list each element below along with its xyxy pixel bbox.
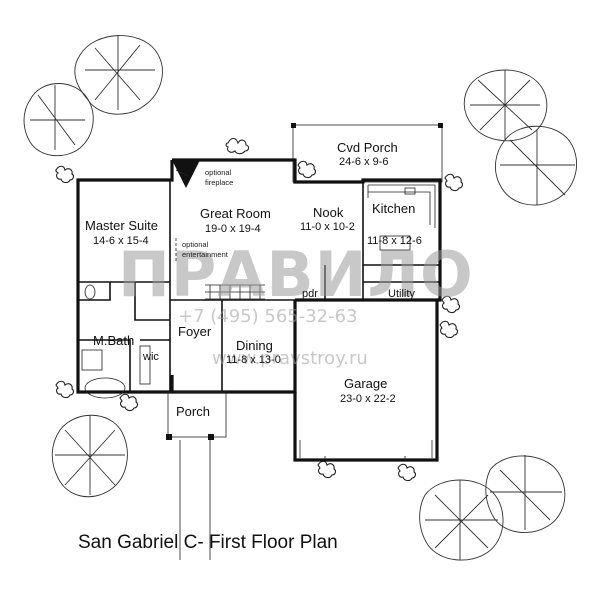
cvd-porch-dims: 24-6 x 9-6 <box>339 156 389 168</box>
master-suite-dims: 14-6 x 15-4 <box>93 235 149 247</box>
watermark-phone: +7 (495) 565-32-63 <box>178 306 358 327</box>
garage-dims: 23-0 x 22-2 <box>340 393 396 405</box>
tree-top-right <box>463 69 577 206</box>
watermark: ПРАВИЛО +7 (495) 565-32-63 www.pravstroy… <box>118 238 474 369</box>
entertainment-note-2: entertainment <box>182 250 229 259</box>
fireplace-note-1: optional <box>205 168 232 177</box>
kitchen-label: Kitchen <box>372 201 415 216</box>
wic-label: wic <box>142 351 159 363</box>
tree-bottom-right <box>419 455 566 561</box>
porch-label: Porch <box>176 404 210 419</box>
m-bath-label: M.Bath <box>93 333 134 348</box>
great-room-dims: 19-0 x 19-4 <box>205 223 261 235</box>
fireplace-note-2: fireplace <box>205 178 233 187</box>
shrubs <box>55 137 464 482</box>
tree-bottom-left <box>51 414 128 498</box>
kitchen-dims: 11-8 x 12-6 <box>367 235 422 247</box>
cvd-porch-label: Cvd Porch <box>337 140 398 155</box>
room-labels: Cvd Porch 24-6 x 9-6 Great Room 19-0 x 1… <box>85 140 422 419</box>
garage-label: Garage <box>344 376 387 391</box>
dining-dims: 11-8 x 13-0 <box>226 354 281 366</box>
utility-label: Utility <box>388 288 415 300</box>
house-walls <box>76 158 442 560</box>
covered-porch <box>291 123 443 183</box>
master-suite-label: Master Suite <box>85 218 158 233</box>
plan-title: San Gabriel C- First Floor Plan <box>78 532 338 553</box>
foyer-label: Foyer <box>178 324 212 339</box>
tree-top-left <box>23 35 163 157</box>
watermark-site: www.pravstroy.ru <box>212 348 368 369</box>
great-room-label: Great Room <box>200 206 271 221</box>
nook-label: Nook <box>313 205 344 220</box>
nook-dims: 11-0 x 10-2 <box>300 221 355 233</box>
dining-label: Dining <box>236 338 273 353</box>
entertainment-note-1: optional <box>182 240 209 249</box>
watermark-brand: ПРАВИЛО <box>118 238 474 311</box>
pdr-label: pdr <box>302 288 318 300</box>
